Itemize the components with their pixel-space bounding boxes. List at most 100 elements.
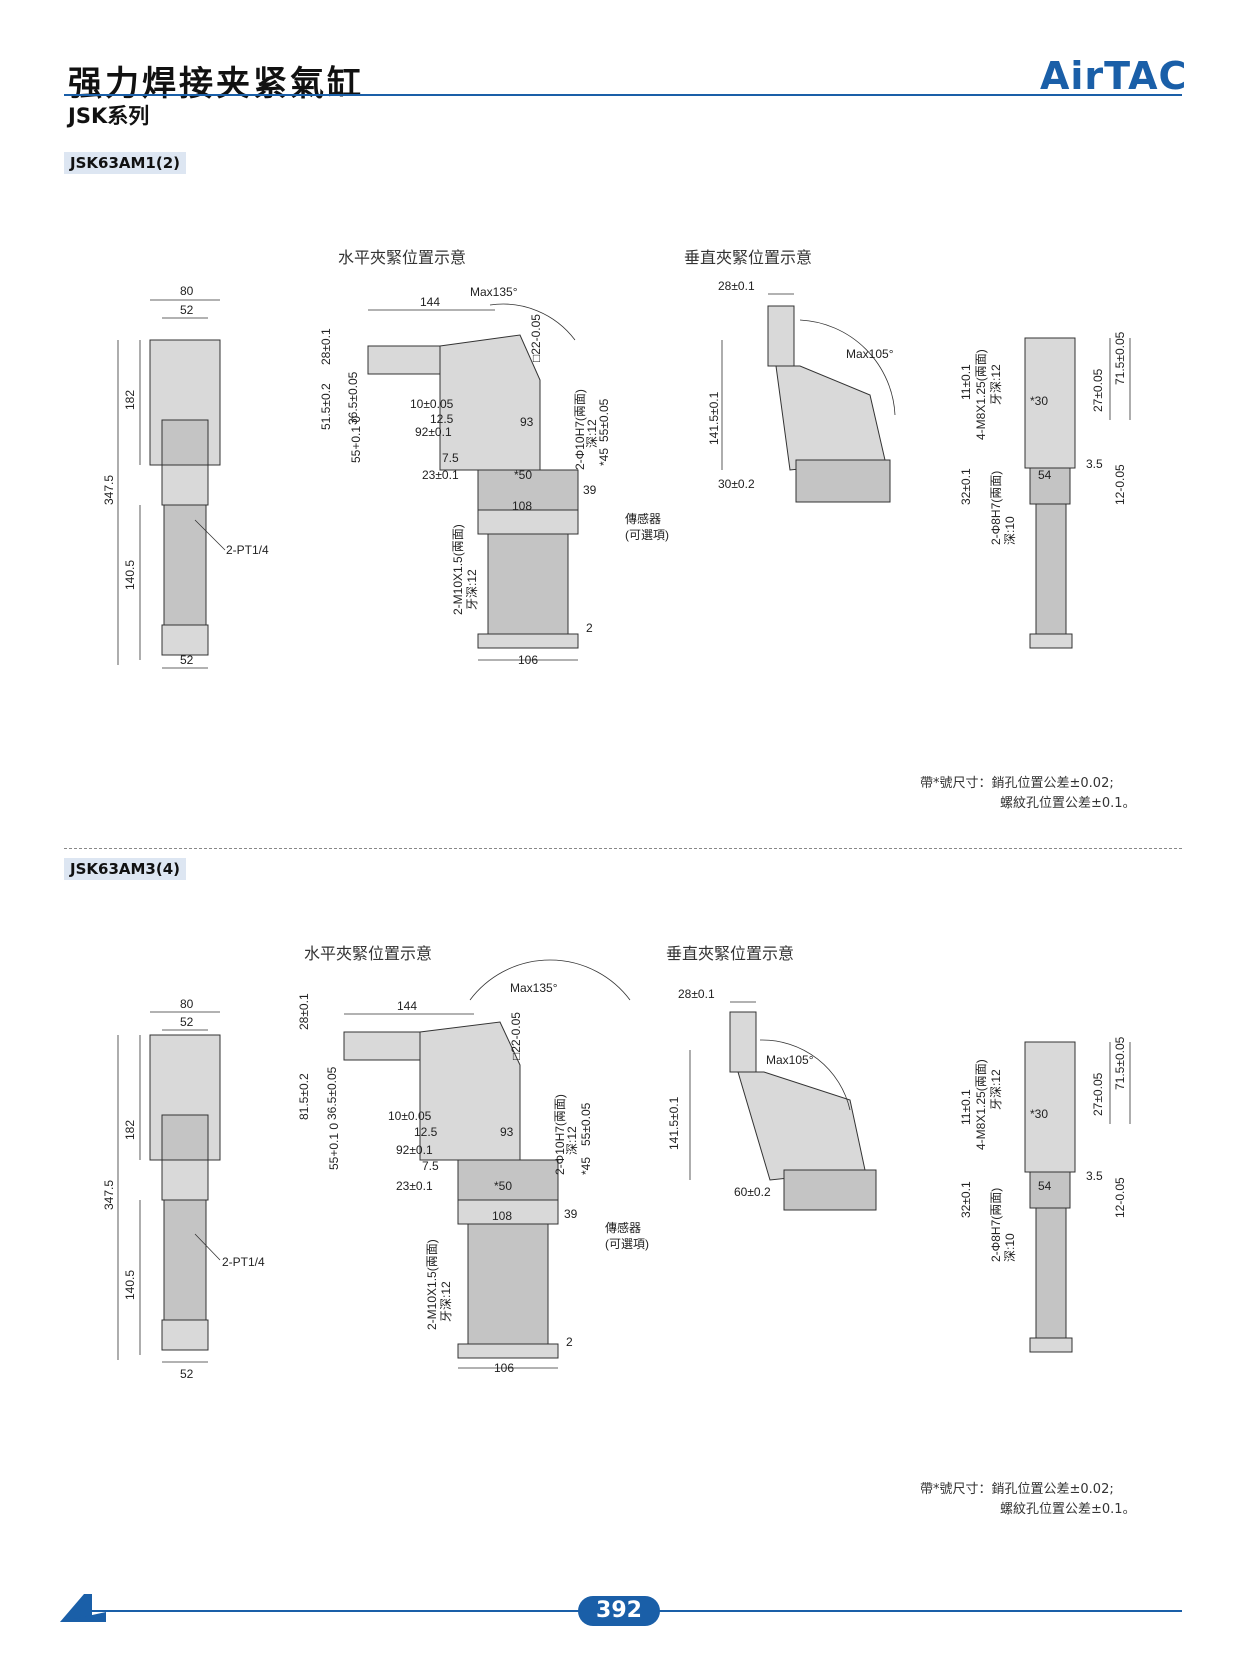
dim-depth12: 深:12 (565, 1126, 579, 1155)
dim-d2: 2 (566, 1335, 573, 1349)
dim-h347: 347.5 (102, 475, 116, 505)
dim-end-d54: 54 (1038, 1179, 1052, 1193)
dim-d92: 92±0.1 (415, 425, 452, 439)
dim-pin: 2-Φ10H7(兩面) (553, 1094, 567, 1175)
side-view-1: 144 Max135° 10±0.05 12.5 92±0.1 7.5 23±0… (319, 285, 669, 667)
sensor-label: 傳感器 (605, 1220, 641, 1235)
dim-vert-d30: 60±0.2 (734, 1185, 771, 1199)
dim-end-d12: 12-0.05 (1113, 464, 1127, 505)
dim-w52: 52 (180, 303, 194, 317)
series-title: JSK系列 (68, 104, 150, 128)
dim-end-d30: *30 (1030, 394, 1048, 408)
dim-vert-d30: 30±0.2 (718, 477, 755, 491)
dim-w144: 144 (420, 295, 440, 309)
dim-d2: 2 (586, 621, 593, 635)
dim-d55b: 55±0.05 (579, 1102, 593, 1146)
dim-d10: 10±0.05 (410, 397, 454, 411)
front-view-2: 80 52 52 2-PT1/4 182 347.5 140.5 (102, 997, 265, 1381)
dim-w144: 144 (397, 999, 417, 1013)
dim-d45: *45 (579, 1157, 593, 1175)
dim-d51: 51.5±0.2 (319, 383, 333, 430)
horizontal-caption-2: 水平夾緊位置示意 (304, 944, 433, 963)
dim-d7: 7.5 (422, 1159, 439, 1173)
dim-sq: □22-0.05 (529, 314, 543, 362)
dim-d55b: 55±0.05 (597, 398, 611, 442)
dim-d28: 28±0.1 (297, 993, 311, 1030)
header-rule (64, 94, 1182, 96)
front-view-1: 80 52 52 2-PT1/4 182 347.5 140.5 (102, 284, 269, 669)
dim-d55: 55+0.1 0 (327, 1123, 341, 1170)
dim-vert-d141: 141.5±0.1 (667, 1096, 681, 1150)
dim-end-depth: 牙深:12 (989, 1069, 1003, 1110)
dim-end-pin: 2-Φ8H7(兩面) (989, 1188, 1003, 1262)
dim-end-d32: 32±0.1 (959, 468, 973, 505)
dim-port: 2-PT1/4 (226, 543, 269, 557)
dim-end-pin: 2-Φ8H7(兩面) (989, 471, 1003, 545)
dim-max135: Max135° (510, 981, 558, 995)
dim-vert-d28: 28±0.1 (678, 987, 715, 1001)
dim-d12: 12.5 (414, 1125, 438, 1139)
dim-d23: 23±0.1 (396, 1179, 433, 1193)
tolerance-note-line-1: 帶*號尺寸：銷孔位置公差±0.02; (920, 776, 1114, 791)
tolerance-note-2: 帶*號尺寸：銷孔位置公差±0.02; 螺紋孔位置公差±0.1。 (920, 1480, 1136, 1520)
dim-end-d35: 3.5 (1086, 1169, 1103, 1183)
dim-end-depth10: 深:10 (1003, 516, 1017, 545)
dim-d108: 108 (512, 499, 532, 513)
end-view-2: 4-M8X1.25(兩面) 牙深:12 11±0.1 *30 27±0.05 7… (959, 1036, 1131, 1353)
dim-d28: 28±0.1 (319, 328, 333, 365)
dim-d36: 36.5±0.05 (325, 1066, 339, 1120)
vertical-caption-1: 垂直夾緊位置示意 (684, 248, 813, 267)
section-divider (64, 848, 1182, 849)
dim-end-depth10: 深:10 (1003, 1233, 1017, 1262)
tolerance-note-line-2: 螺紋孔位置公差±0.1。 (1000, 796, 1136, 811)
dim-d93: 93 (520, 415, 534, 429)
dim-d50: *50 (494, 1179, 512, 1193)
dim-d39: 39 (583, 483, 597, 497)
dim-h347: 347.5 (102, 1180, 116, 1210)
model-tag-1: JSK63AM1(2) (64, 152, 187, 174)
dim-d12: 12.5 (430, 412, 454, 426)
dim-d55: 55+0.1 0 (349, 416, 363, 463)
dim-end-d32: 32±0.1 (959, 1181, 973, 1218)
dim-end-d27: 27±0.05 (1091, 368, 1105, 412)
dim-d45: *45 (597, 448, 611, 466)
dim-h140: 140.5 (123, 1270, 137, 1300)
dim-end-d11: 11±0.1 (959, 1089, 973, 1125)
side-view-2: 144 Max135° 10±0.05 12.5 92±0.1 7.5 23±0… (297, 959, 649, 1375)
dim-depth12b: 牙深:12 (439, 1281, 453, 1322)
dim-end-d71: 71.5±0.05 (1113, 1036, 1127, 1090)
dim-h140: 140.5 (123, 560, 137, 590)
dim-h182: 182 (123, 1120, 137, 1140)
dim-d39: 39 (564, 1207, 578, 1221)
dim-w80: 80 (180, 997, 194, 1011)
horizontal-caption-1: 水平夾緊位置示意 (338, 248, 467, 267)
tolerance-note-line-2: 螺紋孔位置公差±0.1。 (1000, 1502, 1136, 1517)
dim-end-thread: 4-M8X1.25(兩面) (974, 1059, 988, 1150)
dim-bottom52: 52 (180, 1367, 194, 1381)
dim-depth12: 深:12 (585, 419, 599, 448)
dim-port: 2-PT1/4 (222, 1255, 265, 1269)
model-tag-2: JSK63AM3(4) (64, 858, 187, 880)
vertical-view-1: 28±0.1 Max105° 30±0.2 141.5±0.1 (707, 279, 896, 503)
end-view-1: 4-M8X1.25(兩面) 牙深:12 11±0.1 *30 27±0.05 7… (959, 331, 1131, 649)
dim-max105: Max105° (766, 1053, 814, 1067)
dim-sq: □22-0.05 (509, 1012, 523, 1060)
vertical-caption-2: 垂直夾緊位置示意 (666, 944, 795, 963)
sensor-label: 傳感器 (625, 511, 661, 526)
dim-d92: 92±0.1 (396, 1143, 433, 1157)
dim-d10: 10±0.05 (388, 1109, 432, 1123)
dim-end-d71: 71.5±0.05 (1113, 331, 1127, 385)
dim-max135: Max135° (470, 285, 518, 299)
dim-depth12b: 牙深:12 (465, 569, 479, 610)
dim-end-d27: 27±0.05 (1091, 1072, 1105, 1116)
dim-d93: 93 (500, 1125, 514, 1139)
tolerance-note-1: 帶*號尺寸：銷孔位置公差±0.02; 螺紋孔位置公差±0.1。 (920, 774, 1136, 814)
dim-end-d35: 3.5 (1086, 457, 1103, 471)
dim-d106: 106 (494, 1361, 514, 1375)
dim-d50: *50 (514, 468, 532, 482)
dim-thread: 2-M10X1.5(兩面) (425, 1239, 439, 1330)
vertical-view-2: 28±0.1 Max105° 60±0.2 141.5±0.1 (667, 987, 877, 1211)
dim-w80: 80 (180, 284, 194, 298)
dim-vert-d141: 141.5±0.1 (707, 391, 721, 445)
